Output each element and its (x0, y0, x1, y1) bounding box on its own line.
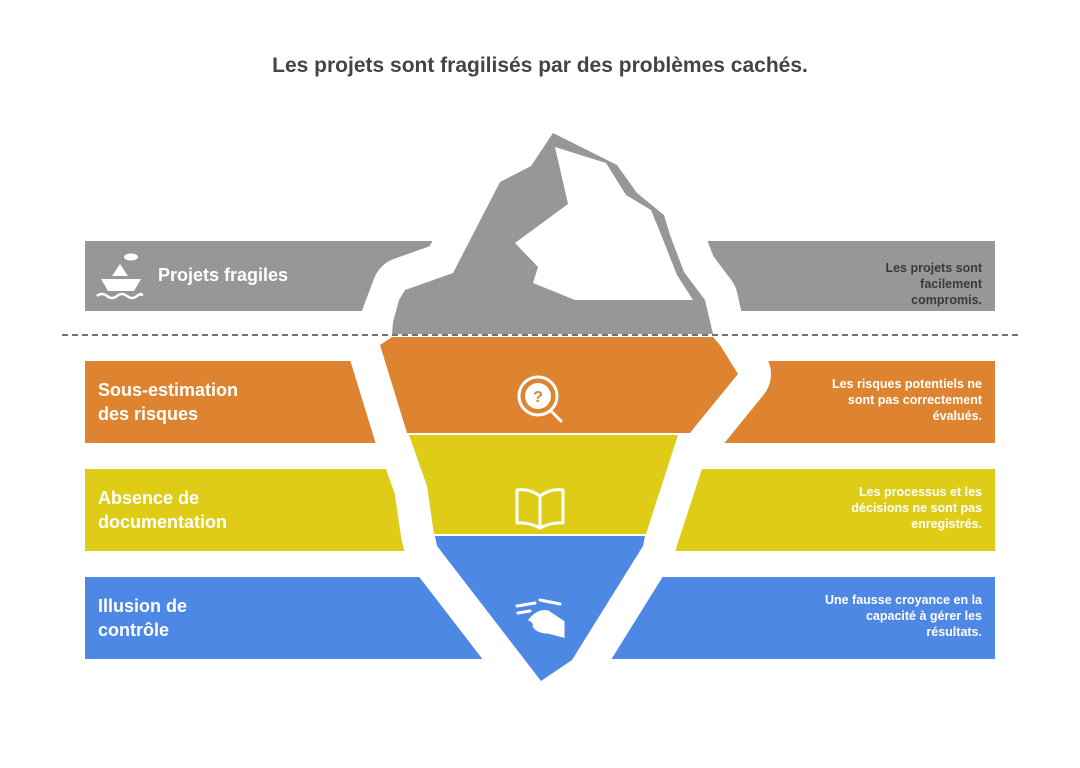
svg-text:?: ? (533, 389, 543, 406)
layer-label: Sous-estimation des risques (98, 380, 239, 424)
iceberg-blue-segment (435, 536, 645, 681)
iceberg-orange-segment (380, 337, 738, 433)
layer-label: Projets fragiles (158, 265, 289, 285)
diagram-title: Les projets sont fragilisés par des prob… (272, 54, 808, 77)
layer-description: Une fausse croyance en la capacité à gér… (824, 593, 982, 639)
boat-icon (96, 253, 144, 300)
layer-description: Les projets sont facilement compromis. (885, 261, 982, 307)
layer-description: Les risques potentiels ne sont pas corre… (831, 377, 982, 423)
layer-label: Illusion de contrôle (98, 596, 188, 640)
head-magnifier-icon: ? (517, 375, 563, 423)
hand-icon (515, 598, 565, 638)
open-book-icon (515, 488, 565, 530)
iceberg-snow (515, 147, 693, 300)
iceberg-yellow-segment (409, 435, 678, 534)
layer-label: Absence de documentation (98, 488, 227, 532)
layer-description: Les processus et les décisions ne sont p… (851, 485, 982, 531)
